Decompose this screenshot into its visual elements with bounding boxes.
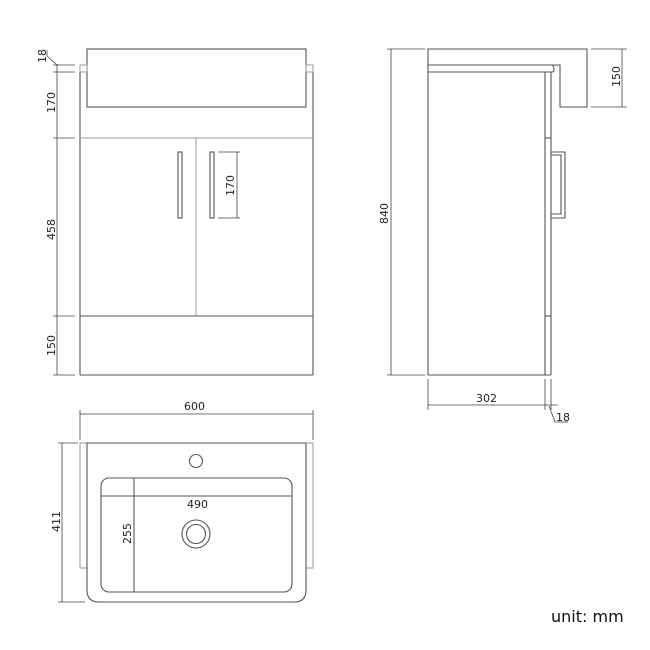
- unit-label: unit: mm: [551, 607, 624, 626]
- side-view: 840 150 302 18: [378, 48, 627, 424]
- dim-total-height: 840: [378, 203, 391, 224]
- front-basin: [86, 48, 307, 108]
- dim-basin-overhang: 18: [36, 49, 49, 63]
- top-panel-right: [305, 442, 314, 569]
- bowl: [100, 477, 293, 593]
- side-handle: [551, 151, 566, 219]
- dim-drawer-height: 150: [45, 335, 58, 356]
- front-lip-right: [305, 64, 314, 73]
- handle-left: [177, 151, 183, 219]
- front-view: 18 170 458 150 170: [36, 48, 314, 376]
- dim-depth: 302: [476, 392, 497, 405]
- dim-width: 600: [184, 400, 205, 413]
- dim-bowl-depth: 255: [121, 523, 134, 544]
- top-view: 490 255 600 411: [50, 400, 314, 603]
- drain-outer: [181, 519, 211, 549]
- dim-door-thickness: 18: [556, 411, 570, 424]
- front-lip-left: [79, 64, 88, 73]
- dim-front-basin-height: 170: [45, 92, 58, 113]
- handle-right: [209, 151, 215, 219]
- top-basin: [86, 442, 307, 603]
- dim-handle-length: 170: [224, 175, 237, 196]
- dim-side-basin-height: 150: [610, 66, 623, 87]
- tap-hole: [188, 453, 204, 469]
- dim-door-height: 458: [45, 219, 58, 240]
- dim-bowl-width: 490: [187, 498, 208, 511]
- side-basin: [427, 48, 588, 108]
- top-panel-left: [79, 442, 88, 569]
- dim-top-depth: 411: [50, 511, 63, 532]
- drain-inner: [185, 523, 207, 545]
